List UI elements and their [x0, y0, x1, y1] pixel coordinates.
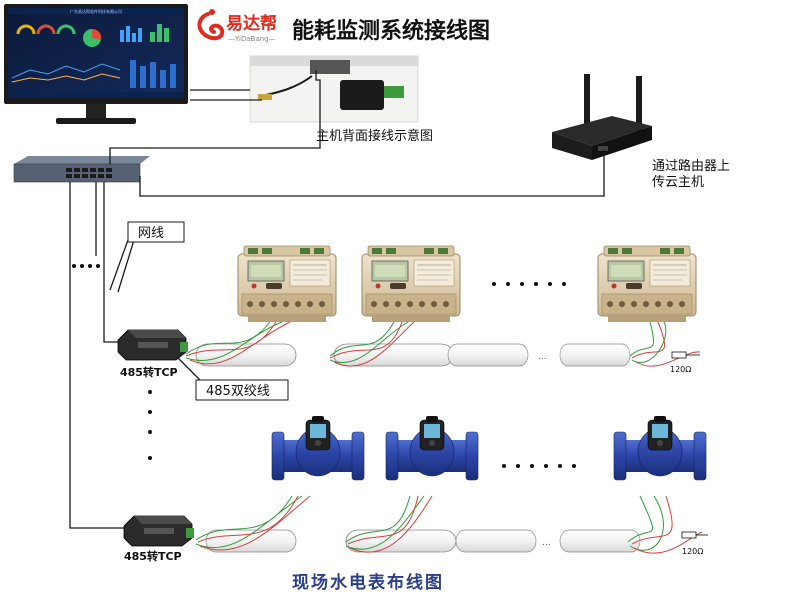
rs485-converter-bottom-label: 485转TCP — [124, 549, 182, 563]
termination-resistor-top-label: 120Ω — [670, 365, 691, 374]
brand-logo — [197, 9, 225, 41]
network-cable-callout — [127, 221, 185, 243]
network-switch — [13, 156, 150, 183]
footer-caption: 现场水电表布线图 — [292, 572, 444, 593]
monitor: 广东易达帮软件科技有限公司 — [4, 4, 188, 124]
water-meter — [613, 415, 707, 481]
electric-meter — [361, 245, 461, 323]
monitor-header: 广东易达帮软件科技有限公司 — [70, 8, 122, 14]
brand-sub: —YiDaBang— — [228, 35, 276, 43]
twisted-pair-label: 485双绞线 — [206, 383, 270, 399]
rs485-converter-top-label: 485转TCP — [120, 365, 178, 379]
svg-text:...: ... — [538, 352, 547, 362]
host-back-caption: 主机背面接线示意图 — [316, 128, 433, 144]
rs485-converter-top — [117, 329, 189, 361]
termination-resistor-top — [671, 351, 700, 359]
rs485-converter-bottom — [123, 515, 195, 547]
router-caption-2: 传云主机 — [652, 175, 704, 190]
router — [552, 74, 652, 160]
ellipsis-dots — [72, 264, 576, 468]
network-wires — [69, 70, 605, 529]
twisted-pair-callout — [195, 379, 289, 401]
brand-name: 易达帮 — [226, 13, 277, 34]
svg-text:...: ... — [542, 538, 551, 548]
water-meter — [271, 415, 365, 481]
router-caption-1: 通过路由器上 — [652, 158, 730, 174]
termination-resistor-bottom-label: 120Ω — [682, 547, 703, 556]
termination-resistor-bottom — [681, 531, 708, 539]
electric-meter — [237, 245, 337, 323]
rs485-bus-bottom: ... — [195, 495, 703, 554]
network-cable-label: 网线 — [138, 226, 164, 241]
diagram-title: 能耗监测系统接线图 — [292, 18, 490, 44]
rs485-bus-top: ... — [185, 321, 701, 367]
host-back-photo — [249, 55, 419, 123]
electric-meter — [597, 245, 697, 323]
water-meter — [385, 415, 479, 481]
